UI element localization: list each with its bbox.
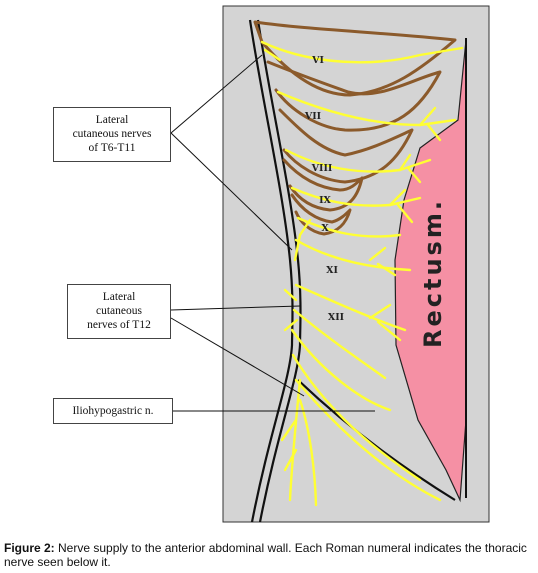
nerve-numerals: VI VII VIII IX X XI XII bbox=[304, 55, 345, 323]
numeral-vii: VII bbox=[304, 111, 322, 122]
callout-t6-t11-line3: of T6-T11 bbox=[88, 142, 136, 154]
numeral-vi: VI bbox=[311, 55, 324, 66]
rib-vii bbox=[266, 60, 442, 132]
numeral-viii: VIII bbox=[311, 163, 333, 174]
numeral-xii: XII bbox=[328, 312, 345, 323]
numeral-xi: XI bbox=[326, 265, 338, 276]
rib-viii bbox=[278, 108, 414, 184]
callout-t6-t11-line2: cutaneous nerves bbox=[72, 128, 152, 140]
numeral-ix: IX bbox=[319, 195, 331, 206]
callout-t12-line3: nerves of T12 bbox=[87, 319, 151, 331]
rib-ix bbox=[282, 158, 364, 212]
flank-outline bbox=[248, 19, 302, 523]
rib-vi bbox=[253, 20, 457, 97]
callout-iliohypogastric: Iliohypogastric n. bbox=[53, 398, 173, 424]
callout-t6-t11-line1: Lateral bbox=[95, 114, 129, 126]
rectus-label: Rectusm. bbox=[419, 198, 447, 348]
callout-t12: Lateral cutaneous nerves of T12 bbox=[67, 284, 171, 339]
numeral-x: X bbox=[321, 223, 329, 234]
callout-t12-line1: Lateral bbox=[102, 291, 136, 303]
ribs bbox=[253, 20, 457, 236]
callout-leaders bbox=[170, 54, 375, 412]
caption-text: Nerve supply to the anterior abdominal w… bbox=[4, 541, 527, 569]
rib-x bbox=[290, 193, 352, 236]
callout-t6-t11: Lateral cutaneous nerves of T6-T11 bbox=[53, 107, 171, 162]
callout-iliohypogastric-label: Iliohypogastric n. bbox=[72, 405, 154, 417]
caption-prefix: Figure 2: bbox=[4, 541, 55, 555]
callout-t12-line2: cutaneous bbox=[96, 305, 142, 317]
figure-caption: Figure 2: Nerve supply to the anterior a… bbox=[4, 541, 536, 569]
